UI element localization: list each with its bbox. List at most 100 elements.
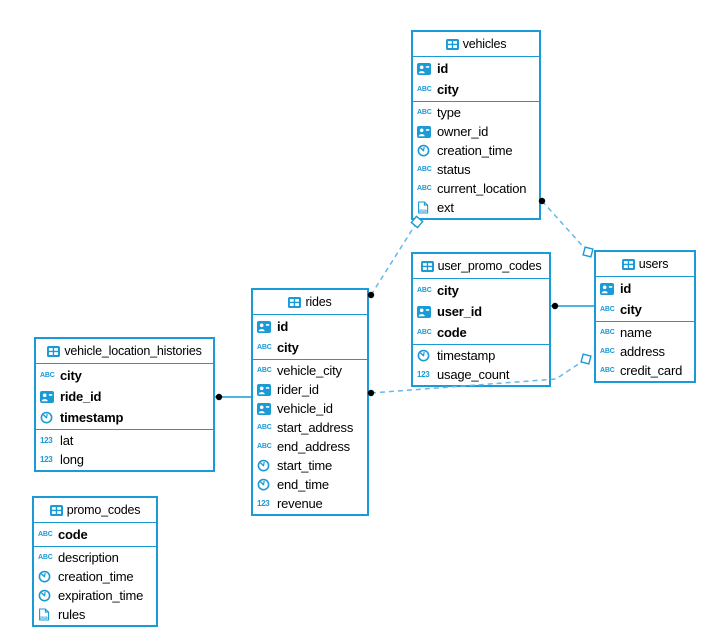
entity-title: vehicle_location_histories bbox=[64, 344, 202, 358]
time-type-icon bbox=[257, 478, 274, 492]
column-vehicle_id[interactable]: vehicle_id bbox=[253, 399, 367, 418]
column-creation_time[interactable]: creation_time bbox=[413, 141, 539, 160]
column-label: city bbox=[437, 283, 459, 298]
column-label: city bbox=[277, 340, 299, 355]
relationship-vehicle_location_histories-rides[interactable] bbox=[215, 393, 252, 401]
virtual-relation-line[interactable] bbox=[541, 200, 589, 253]
id-badge-icon bbox=[257, 320, 274, 334]
text-type-icon: ABC bbox=[257, 344, 272, 351]
column-label: description bbox=[58, 550, 119, 565]
entity-header[interactable]: user_promo_codes bbox=[413, 254, 549, 279]
column-label: start_address bbox=[277, 420, 354, 435]
column-expiration_time[interactable]: expiration_time bbox=[34, 586, 156, 605]
columns-section: ABC description creation_time expiration_… bbox=[34, 547, 156, 625]
column-label: id bbox=[277, 319, 289, 334]
column-id[interactable]: id bbox=[413, 58, 539, 79]
column-label: credit_card bbox=[620, 363, 683, 378]
time-type-icon bbox=[38, 570, 55, 584]
column-rider_id[interactable]: rider_id bbox=[253, 380, 367, 399]
relationship-user_promo_codes-users[interactable] bbox=[551, 302, 595, 310]
column-rules[interactable]: JSON rules bbox=[34, 605, 156, 624]
column-label: city bbox=[620, 302, 642, 317]
entity-header[interactable]: promo_codes bbox=[34, 498, 156, 523]
column-start_time[interactable]: start_time bbox=[253, 456, 367, 475]
column-label: start_time bbox=[277, 458, 333, 473]
relationship-vehicles-users[interactable] bbox=[538, 197, 594, 258]
column-label: owner_id bbox=[437, 124, 489, 139]
column-label: end_address bbox=[277, 439, 350, 454]
square-endpoint bbox=[582, 246, 594, 258]
column-owner_id[interactable]: owner_id bbox=[413, 122, 539, 141]
column-user_id[interactable]: user_id bbox=[413, 301, 549, 322]
id-badge-icon bbox=[257, 402, 274, 416]
id-badge-icon bbox=[257, 383, 274, 397]
column-label: city bbox=[60, 368, 82, 383]
text-type-icon: ABC bbox=[38, 554, 53, 561]
column-label: creation_time bbox=[58, 569, 134, 584]
time-type-icon bbox=[257, 459, 274, 473]
column-start_address[interactable]: ABC start_address bbox=[253, 418, 367, 437]
number-type-icon: 123 bbox=[40, 454, 53, 464]
dot-endpoint bbox=[551, 302, 559, 310]
column-label: ext bbox=[437, 200, 454, 215]
column-ride_id[interactable]: ride_id bbox=[36, 386, 213, 407]
dot-endpoint bbox=[215, 393, 223, 401]
column-end_time[interactable]: end_time bbox=[253, 475, 367, 494]
svg-text:JSON: JSON bbox=[418, 209, 428, 213]
table-icon bbox=[49, 503, 63, 517]
column-description[interactable]: ABC description bbox=[34, 548, 156, 567]
entity-header[interactable]: vehicles bbox=[413, 32, 539, 57]
id-badge-icon bbox=[417, 125, 434, 139]
column-timestamp[interactable]: timestamp bbox=[413, 346, 549, 365]
column-ext[interactable]: JSON ext bbox=[413, 198, 539, 217]
text-type-icon: ABC bbox=[417, 109, 432, 116]
column-label: timestamp bbox=[60, 410, 124, 425]
id-badge-icon bbox=[40, 390, 57, 404]
column-id[interactable]: id bbox=[596, 278, 694, 299]
text-type-icon: ABC bbox=[257, 424, 272, 431]
column-city[interactable]: ABC city bbox=[253, 337, 367, 358]
text-type-icon: ABC bbox=[600, 348, 615, 355]
time-type-icon bbox=[40, 411, 57, 425]
column-id[interactable]: id bbox=[253, 316, 367, 337]
table-icon bbox=[420, 259, 434, 273]
entity-header[interactable]: rides bbox=[253, 290, 367, 315]
column-label: id bbox=[437, 61, 449, 76]
time-type-icon bbox=[38, 589, 55, 603]
time-type-icon bbox=[417, 144, 434, 158]
column-label: code bbox=[437, 325, 467, 340]
entity-header[interactable]: users bbox=[596, 252, 694, 277]
column-timestamp[interactable]: timestamp bbox=[36, 407, 213, 428]
column-label: name bbox=[620, 325, 652, 340]
column-creation_time[interactable]: creation_time bbox=[34, 567, 156, 586]
entity-header[interactable]: vehicle_location_histories bbox=[36, 339, 213, 364]
column-label: revenue bbox=[277, 496, 323, 511]
